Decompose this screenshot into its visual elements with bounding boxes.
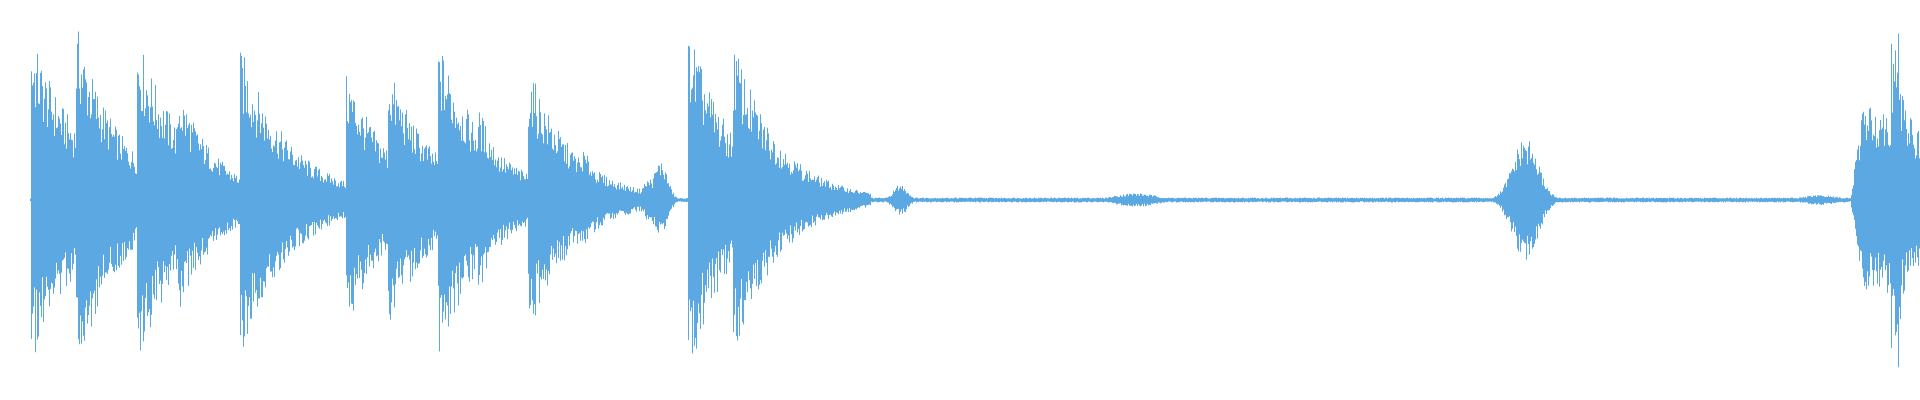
waveform-bars (30, 31, 1920, 368)
